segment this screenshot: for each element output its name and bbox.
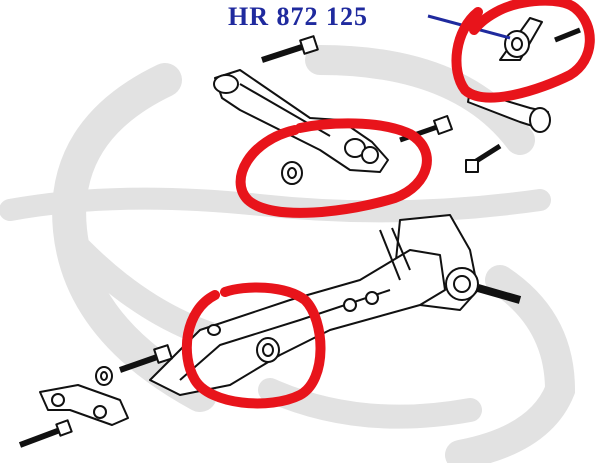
lower-bushing-part	[207, 324, 280, 363]
lower-arm-bushing-highlight	[181, 282, 326, 409]
lower-left-bolt	[95, 344, 173, 386]
part-number-label: HR 872 125	[228, 2, 368, 31]
top-bolt	[261, 35, 319, 63]
highlight-rings	[181, 0, 595, 409]
lower-control-arm	[149, 227, 446, 396]
bottom-left-link	[18, 384, 129, 448]
upper-arm-bushing-highlight	[235, 118, 432, 218]
upper-right-link	[467, 17, 581, 133]
suspension-parts	[18, 17, 581, 448]
upper-right-bushing-highlight	[451, 0, 595, 103]
upper-bushing-part	[281, 161, 303, 185]
